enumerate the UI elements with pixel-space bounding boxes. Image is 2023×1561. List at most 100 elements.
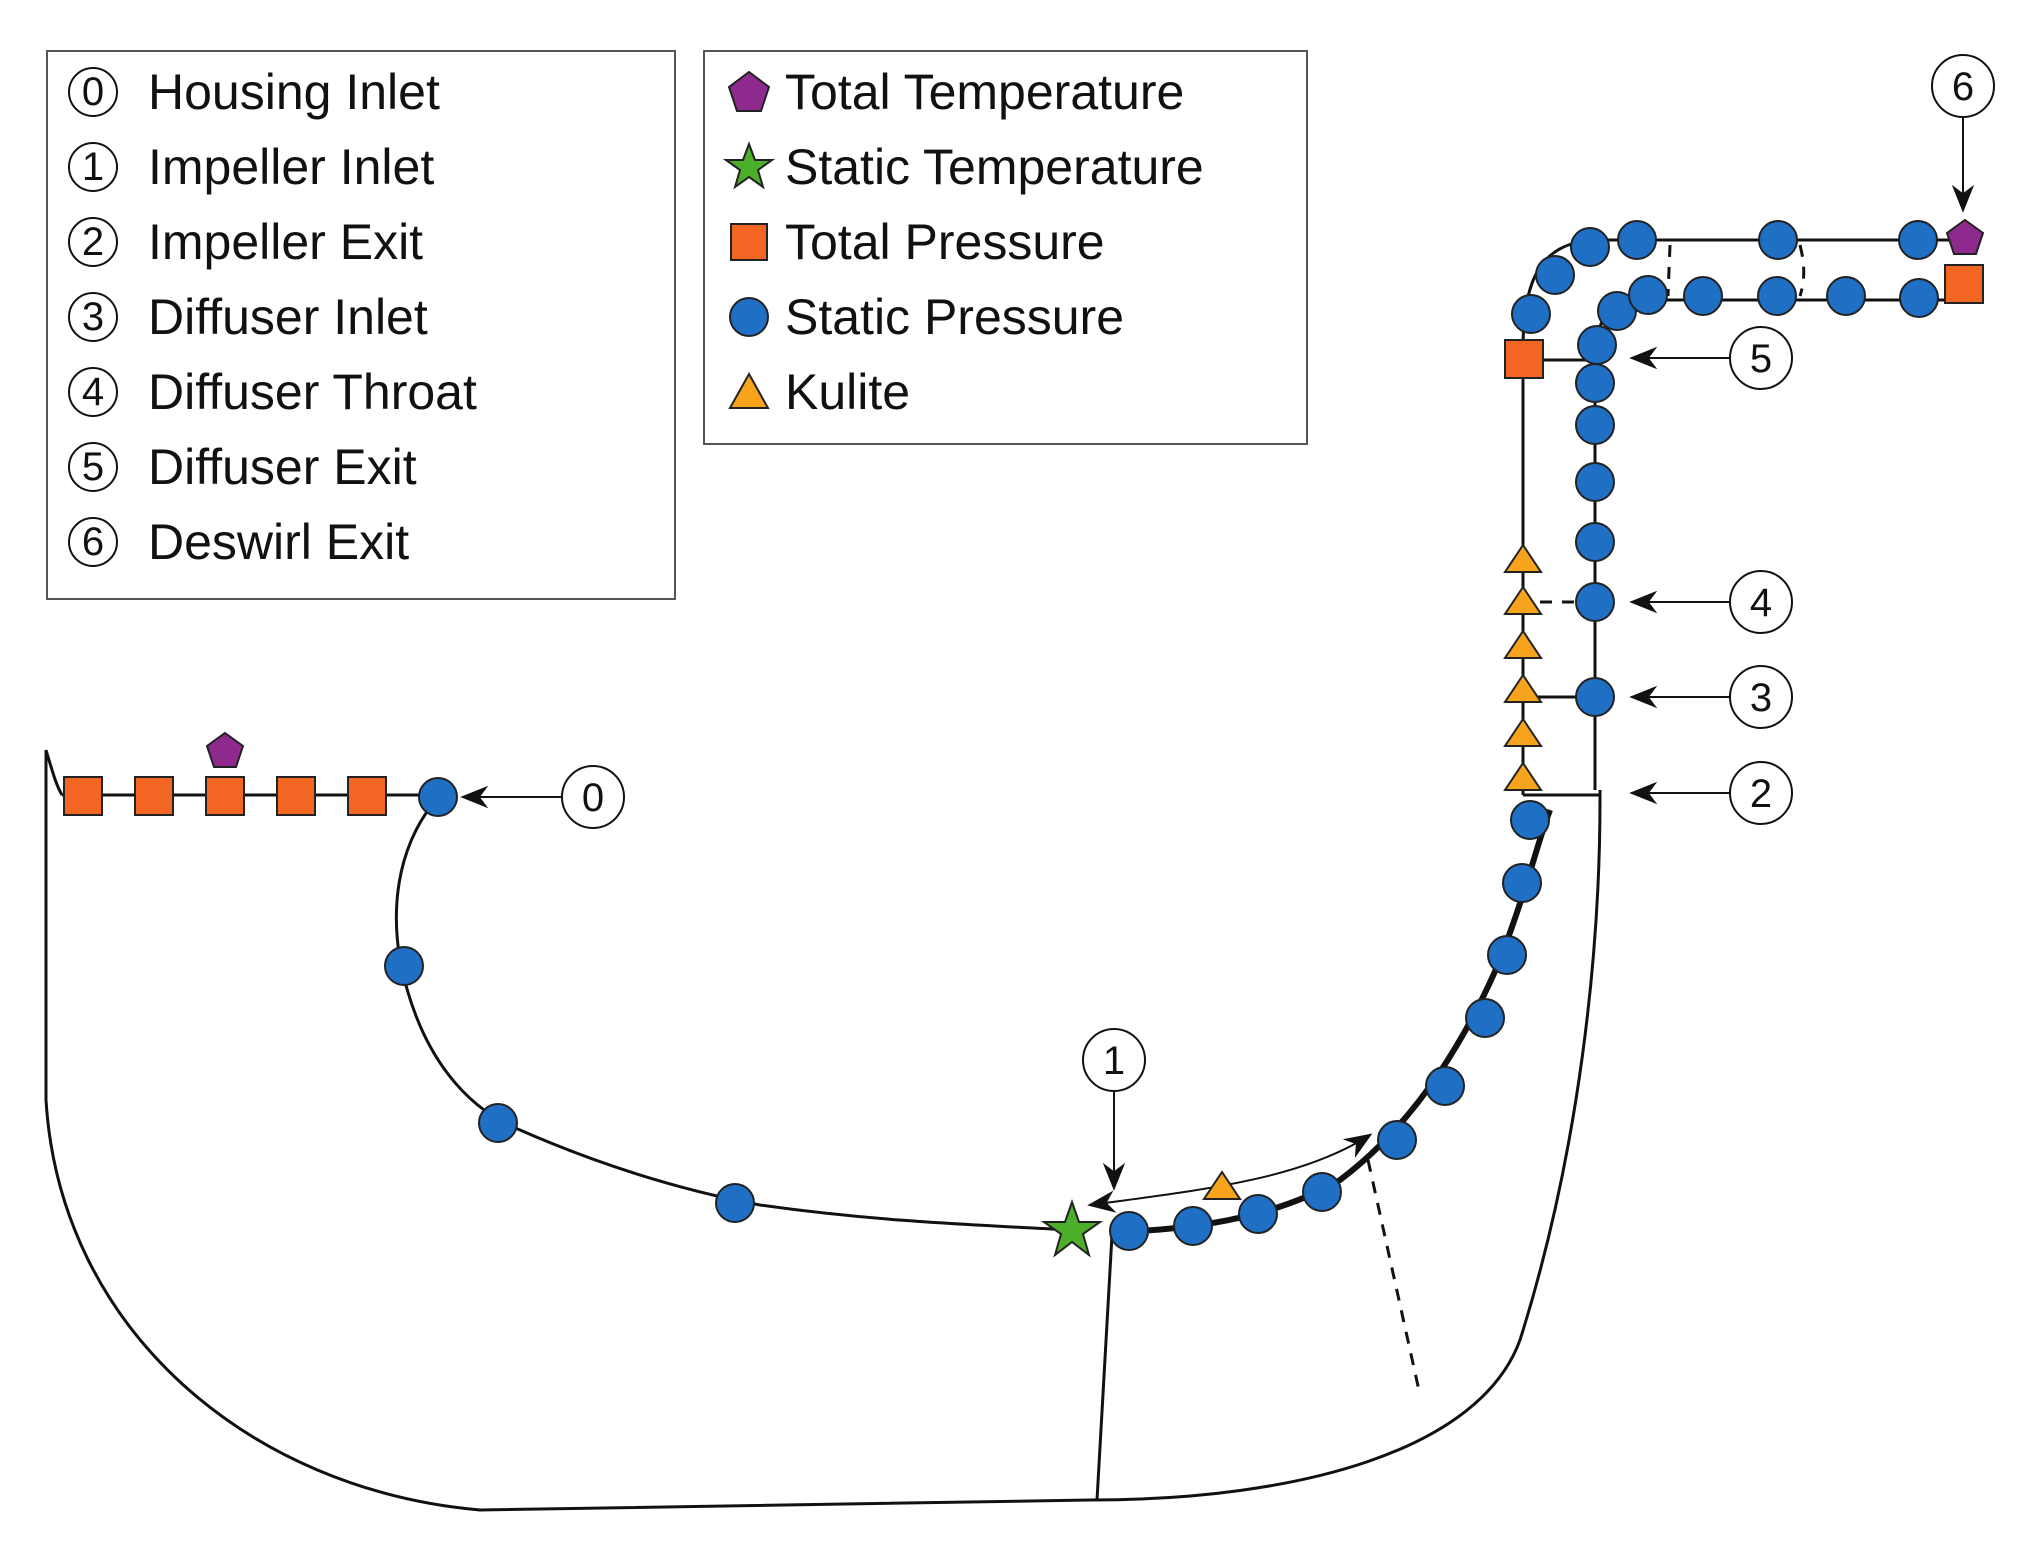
legend-row-kulite: Kulite (705, 357, 1306, 427)
shroud-curve (394, 794, 1071, 1232)
dashed-deswirl-left (1666, 244, 1672, 297)
static-pressure-circle (1510, 800, 1550, 840)
total-pressure-square (276, 776, 316, 816)
static-pressure-circle (418, 777, 458, 817)
callout-6-label: 6 (1952, 65, 1974, 109)
callout-6: 6 (1931, 54, 1995, 213)
static-pressure-circle (1898, 220, 1938, 260)
hub-split-line (1095, 1234, 1114, 1501)
static-pressure-circle (1577, 325, 1617, 365)
static-pressure-circle (1575, 522, 1615, 562)
station-number-badge: 5 (68, 442, 118, 492)
station-label: Diffuser Throat (148, 364, 477, 420)
total-temperature-markers (205, 218, 1985, 768)
static-pressure-circle (1535, 255, 1575, 295)
pentagon-icon (727, 70, 771, 112)
callout-2: 2 (1629, 761, 1793, 825)
static-pressure-circle (1511, 294, 1551, 334)
station-number-badge: 4 (68, 367, 118, 417)
station-callouts: 0 1 2 3 4 5 6 (460, 54, 1995, 1191)
legend-row-station-1: 1 Impeller Inlet (48, 132, 674, 202)
static-temperature-star (1040, 1198, 1104, 1258)
station-label: Deswirl Exit (148, 514, 410, 570)
station-number-badge: 0 (68, 67, 118, 117)
static-pressure-circle (1502, 863, 1542, 903)
static-pressure-circle (1425, 1066, 1465, 1106)
static-pressure-circle (1109, 1211, 1149, 1251)
symbol-label: Static Temperature (785, 139, 1204, 195)
static-pressure-circle (1238, 1194, 1278, 1234)
symbol-label: Total Temperature (785, 64, 1185, 120)
callout-4: 4 (1629, 570, 1793, 634)
static-pressure-circle (384, 946, 424, 986)
callout-1-label: 1 (1103, 1039, 1125, 1083)
static-pressure-circle (1575, 462, 1615, 502)
station-number-badge: 1 (68, 142, 118, 192)
total-temperature-pentagon (1945, 218, 1985, 255)
legend-row-station-5: 5 Diffuser Exit (48, 432, 674, 502)
static-pressure-circle (1826, 276, 1866, 316)
square-icon (730, 223, 768, 261)
callout-0-label: 0 (582, 776, 604, 820)
dashed-hub-line (1366, 1159, 1422, 1396)
kulite-triangle (1503, 761, 1543, 791)
static-pressure-circle (1570, 227, 1610, 267)
symbol-label: Total Pressure (785, 214, 1105, 270)
legend-row-total-pressure: Total Pressure (705, 207, 1306, 277)
total-pressure-square (63, 776, 103, 816)
legend-row-station-3: 3 Diffuser Inlet (48, 282, 674, 352)
kulite-triangle (1503, 543, 1543, 573)
static-pressure-circle (478, 1103, 518, 1143)
legend-row-station-4: 4 Diffuser Throat (48, 357, 674, 427)
static-pressure-circle (1487, 935, 1527, 975)
station-label: Housing Inlet (148, 64, 440, 120)
static-pressure-circle (1757, 276, 1797, 316)
station-label: Impeller Inlet (148, 139, 435, 195)
dashed-deswirl-right (1798, 244, 1806, 297)
station-legend: 0 Housing Inlet 1 Impeller Inlet 2 Impel… (46, 50, 676, 600)
total-pressure-square (347, 776, 387, 816)
kulite-triangle (1503, 717, 1543, 747)
kulite-triangle (1503, 629, 1543, 659)
static-pressure-circle (1302, 1172, 1342, 1212)
static-pressure-circle (1377, 1120, 1417, 1160)
static-pressure-circle (1683, 276, 1723, 316)
total-pressure-square (1944, 264, 1984, 304)
total-pressure-markers (63, 264, 1984, 816)
callout-1: 1 (1082, 1028, 1146, 1191)
static-pressure-circle (1758, 220, 1798, 260)
static-pressure-circle (1465, 998, 1505, 1038)
legend-row-static-temperature: Static Temperature (705, 132, 1306, 202)
callout-0: 0 (460, 765, 625, 829)
callout-2-label: 2 (1750, 772, 1772, 816)
station-number-badge: 3 (68, 292, 118, 342)
symbol-legend: Total Temperature Static Temperature Tot… (703, 50, 1308, 445)
static-pressure-circle (1575, 363, 1615, 403)
static-pressure-circle (1899, 278, 1939, 318)
static-pressure-circle (1575, 405, 1615, 445)
blade-double-arrow (1087, 1133, 1373, 1213)
callout-4-label: 4 (1750, 581, 1772, 625)
triangle-icon (728, 371, 770, 409)
total-pressure-square (1504, 339, 1544, 379)
legend-row-static-pressure: Static Pressure (705, 282, 1306, 352)
legend-row-station-6: 6 Deswirl Exit (48, 507, 674, 577)
static-pressure-circle (1617, 220, 1657, 260)
station-label: Diffuser Exit (148, 439, 417, 495)
kulite-markers (1202, 543, 1543, 1200)
callout-3-label: 3 (1750, 676, 1772, 720)
callout-5-label: 5 (1750, 337, 1772, 381)
circle-icon (729, 297, 769, 337)
static-pressure-circle (1173, 1206, 1213, 1246)
legend-row-station-0: 0 Housing Inlet (48, 57, 674, 127)
callout-5: 5 (1629, 326, 1793, 390)
kulite-triangle (1503, 673, 1543, 703)
legend-row-total-temperature: Total Temperature (705, 57, 1306, 127)
kulite-triangle (1202, 1170, 1242, 1200)
static-pressure-markers (384, 220, 1939, 1251)
station-label: Impeller Exit (148, 214, 424, 270)
kulite-triangle (1503, 585, 1543, 615)
station-label: Diffuser Inlet (148, 289, 428, 345)
legend-row-station-2: 2 Impeller Exit (48, 207, 674, 277)
